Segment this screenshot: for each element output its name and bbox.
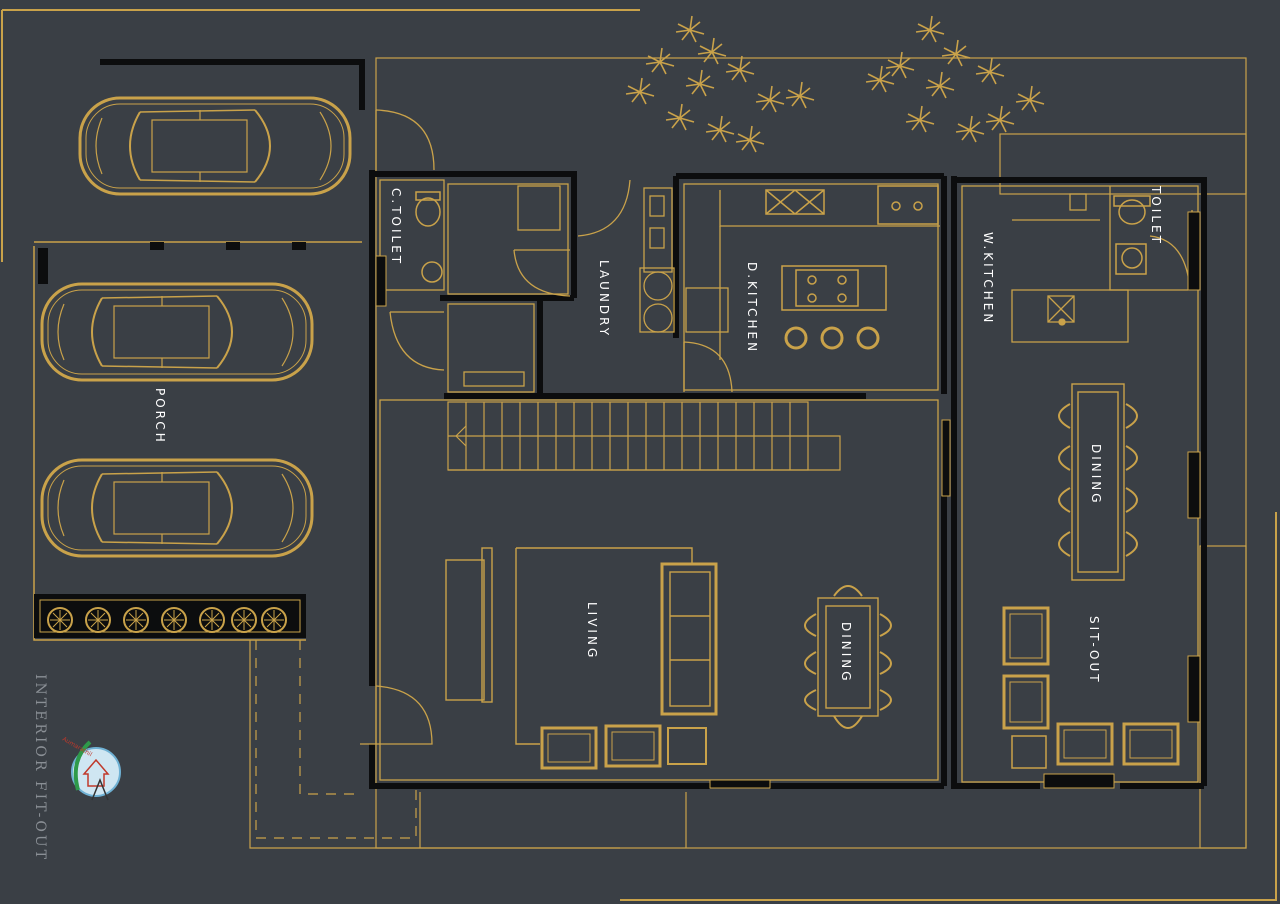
dining-table-right: [1071, 383, 1125, 581]
logo-icon: Aumarathil: [61, 736, 121, 801]
car-icon: [40, 96, 352, 558]
laundry-fixtures: [463, 185, 729, 387]
label-c-toilet: C.TOILET: [389, 188, 403, 266]
interior-lines: [379, 179, 1199, 783]
sink-icon: [765, 185, 939, 225]
label-toilet: TOILET: [1149, 185, 1163, 246]
tree-icon: [625, 15, 1045, 153]
wc-icon: [415, 191, 1151, 283]
walls: [369, 170, 1207, 789]
label-dining-center: DINING: [839, 622, 853, 684]
room-labels: C.TOILET LAUNDRY D.KITCHEN W.KITCHEN TOI…: [153, 185, 1163, 685]
label-dining-right: DINING: [1089, 444, 1103, 506]
dining-table-center: [817, 597, 879, 717]
chair-icon: [1058, 403, 1138, 557]
site-boundary: [1, 9, 1277, 901]
window: [375, 211, 1201, 789]
stove-icon: [781, 265, 887, 311]
label-living: LIVING: [585, 602, 599, 660]
porch-outline: [33, 59, 417, 839]
label-d-kitchen: D.KITCHEN: [745, 262, 759, 354]
sofa-icon: [540, 606, 1180, 770]
plot-outline: [249, 57, 1247, 849]
label-porch: PORCH: [153, 388, 167, 445]
label-laundry: LAUNDRY: [597, 260, 611, 338]
planter-box: [34, 594, 306, 638]
label-w-kitchen: W.KITCHEN: [981, 232, 995, 325]
label-sit-out: SIT-OUT: [1087, 616, 1101, 685]
living-furniture: [445, 547, 718, 745]
chair-icon: [804, 585, 892, 729]
w-kitchen-fixtures: [1047, 193, 1087, 326]
kitchen-stools: [784, 326, 880, 350]
interior-fit-out-text: INTERIOR FIT-OUT: [32, 674, 48, 862]
logo-text: Aumarathil: [61, 736, 93, 759]
staircase: [447, 401, 841, 471]
